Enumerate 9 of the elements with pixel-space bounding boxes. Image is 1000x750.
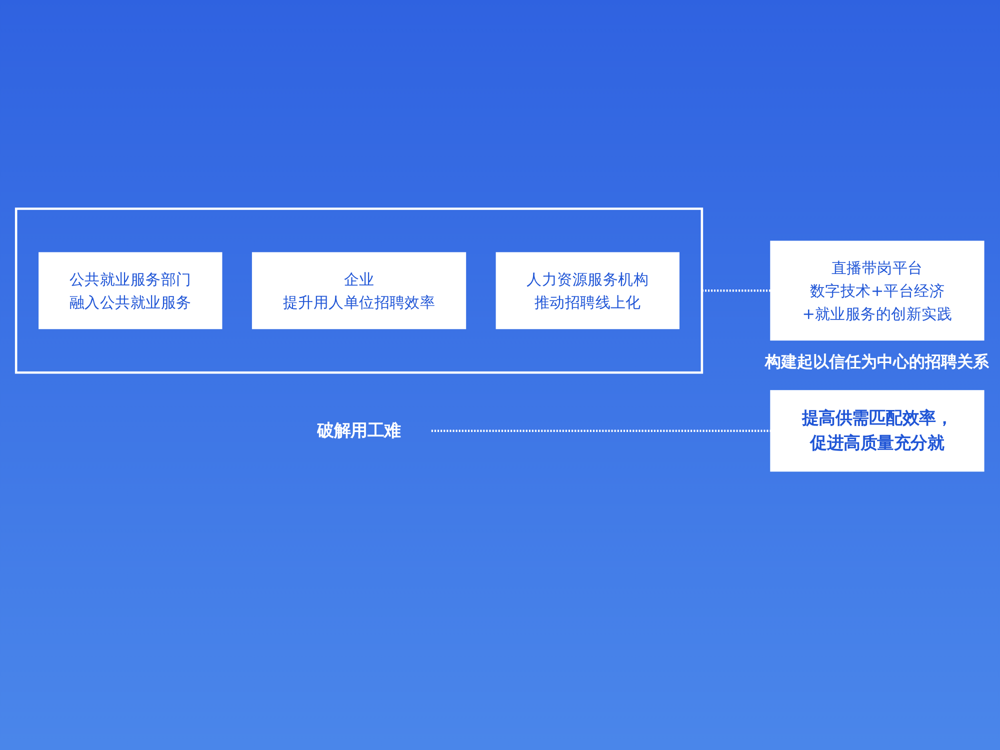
connector <box>431 430 771 432</box>
cluster <box>14 208 704 374</box>
node-box: 公共就业服务部门 融入公共就业服务 <box>38 252 222 330</box>
node-box: 人力资源服务机构 推动招聘线上化 <box>496 252 680 330</box>
node-box: 企业 提升用人单位招聘效率 <box>252 252 466 330</box>
node-caption: 构建起以信任为中心的招聘关系 <box>765 352 990 374</box>
node-box: 提高供需匹配效率，促进高质量充分就 <box>770 390 984 472</box>
node-box: 直播带岗平台 数字技术+平台经济+就业服务的创新实践 <box>770 240 984 341</box>
connector <box>702 290 771 292</box>
